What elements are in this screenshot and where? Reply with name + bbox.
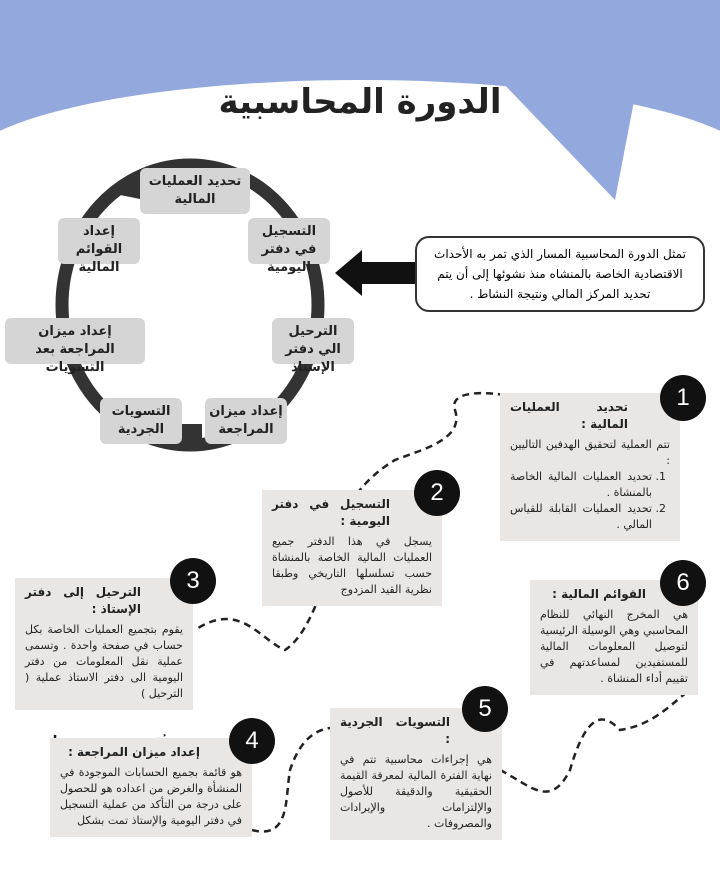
cycle-step-7: إعداد القوائم المالية <box>58 218 140 275</box>
cycle-step-6: إعداد ميزان المراجعة بعد التسويات <box>5 318 145 375</box>
step-number-4: 4 <box>229 718 275 764</box>
cycle-step-2: التسجيل في دفتر اليومية <box>248 218 330 275</box>
arrow-left-icon <box>360 262 418 284</box>
step-title: إعداد ميزان المراجعة : <box>68 745 200 759</box>
step-text: يقوم بتجميع العمليات الخاصة بكل حساب في … <box>25 623 183 700</box>
step-title: التسويات الجردية : <box>340 715 450 746</box>
bubble-tail <box>500 70 640 200</box>
cycle-arrow-icon <box>120 170 145 200</box>
step-number-5: 5 <box>462 686 508 732</box>
cycle-step-4: إعداد ميزان المراجعة <box>205 398 287 444</box>
step-card-4: إعداد ميزان المراجعة : هو قائمة بجميع ال… <box>50 738 252 837</box>
step-text: هو قائمة بجميع الحسابات الموجودة في المن… <box>60 766 242 827</box>
cycle-ring <box>55 158 325 452</box>
step-card-2: التسجيل في دفتر اليومية : يسجل في هذا ال… <box>262 490 442 606</box>
list-item: تحديد العمليات القابلة للقياس المالي . <box>510 501 652 533</box>
step-number-1: 1 <box>660 375 706 421</box>
cycle-step-3: الترحيل الي دفتر الإستاذ <box>272 318 354 375</box>
intro-box: تمثل الدورة المحاسبية المسار الذي تمر به… <box>415 236 705 312</box>
cycle-step-5: التسويات الجردية <box>100 398 182 444</box>
page-title: الدورة المحاسبية <box>218 82 502 122</box>
step-text: هي إجراءات محاسبية تتم في نهاية الفترة ا… <box>340 753 492 830</box>
step-text: تتم العملية لتحقيق الهدفين التاليين : <box>510 438 670 467</box>
step-number-2: 2 <box>414 470 460 516</box>
step-title: تحديد العمليات المالية : <box>510 400 628 431</box>
step-title: القوائم المالية : <box>552 587 646 601</box>
step-title: الترحيل إلى دفتر الإستاذ : <box>25 585 141 616</box>
step-card-5: التسويات الجردية : هي إجراءات محاسبية تت… <box>330 708 502 840</box>
cycle-step-1: تحديد العمليات المالية <box>140 168 250 214</box>
list-item: تحديد العمليات المالية الخاصة بالمنشاة . <box>510 469 652 501</box>
step-text: يسجل في هذا الدفتر جميع العمليات المالية… <box>272 535 432 596</box>
step-number-3: 3 <box>170 558 216 604</box>
step-card-1: تحديد العمليات المالية : تتم العملية لتح… <box>500 393 680 541</box>
step-text: هي المخرج النهائي للنظام المحاسبي وهي ال… <box>540 608 688 685</box>
step-number-6: 6 <box>660 560 706 606</box>
step-title: التسجيل في دفتر اليومية : <box>272 497 390 528</box>
step-card-3: الترحيل إلى دفتر الإستاذ : يقوم بتجميع ا… <box>15 578 193 710</box>
